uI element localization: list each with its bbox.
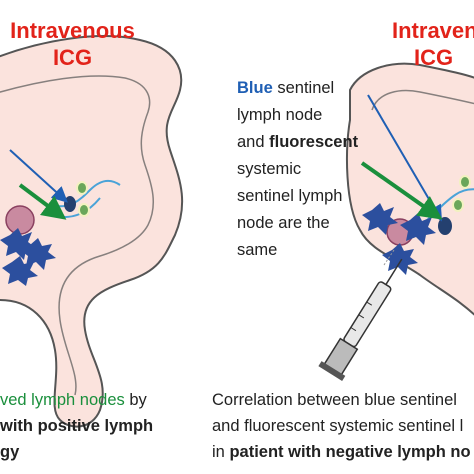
right-caption-line2: and fluorescent systemic sentinel l <box>212 417 464 435</box>
left-colon <box>0 35 184 428</box>
right-text-line2: lymph node <box>237 106 323 124</box>
left-tumor-cluster <box>0 205 56 286</box>
right-text-line6: node are the <box>237 214 330 232</box>
right-caption-line1: Correlation between blue sentinel <box>212 391 457 409</box>
right-title-line1: Intraven <box>392 18 474 43</box>
right-blue-node <box>438 217 452 235</box>
left-caption-line2: with positive lymph <box>0 417 154 435</box>
syringe-icon <box>318 258 403 382</box>
left-caption-line3: gy <box>0 443 20 461</box>
right-colon <box>346 62 474 316</box>
fluorescent-word: fluorescent <box>269 133 359 151</box>
left-title-line1: Intravenous <box>10 18 135 43</box>
left-title-line2: ICG <box>52 45 93 70</box>
right-text-line1: Blue sentinel <box>237 79 335 97</box>
blue-word: Blue <box>237 79 273 97</box>
left-blue-node <box>64 196 76 212</box>
right-green-arrow <box>360 161 443 220</box>
right-text-line4: systemic <box>237 160 302 178</box>
left-blue-arrow <box>9 149 68 203</box>
right-text-line7: same <box>237 241 278 259</box>
right-tumor-cluster <box>362 203 436 275</box>
right-text-line3: and fluorescent <box>237 133 359 151</box>
right-text-line5: sentinel lymph <box>237 187 343 205</box>
left-green-arrow <box>18 183 67 220</box>
right-caption-line3: in patient with negative lymph no <box>212 443 471 461</box>
left-caption-line1: ved lymph nodes by <box>0 391 147 409</box>
right-title-line2: ICG <box>414 45 454 70</box>
